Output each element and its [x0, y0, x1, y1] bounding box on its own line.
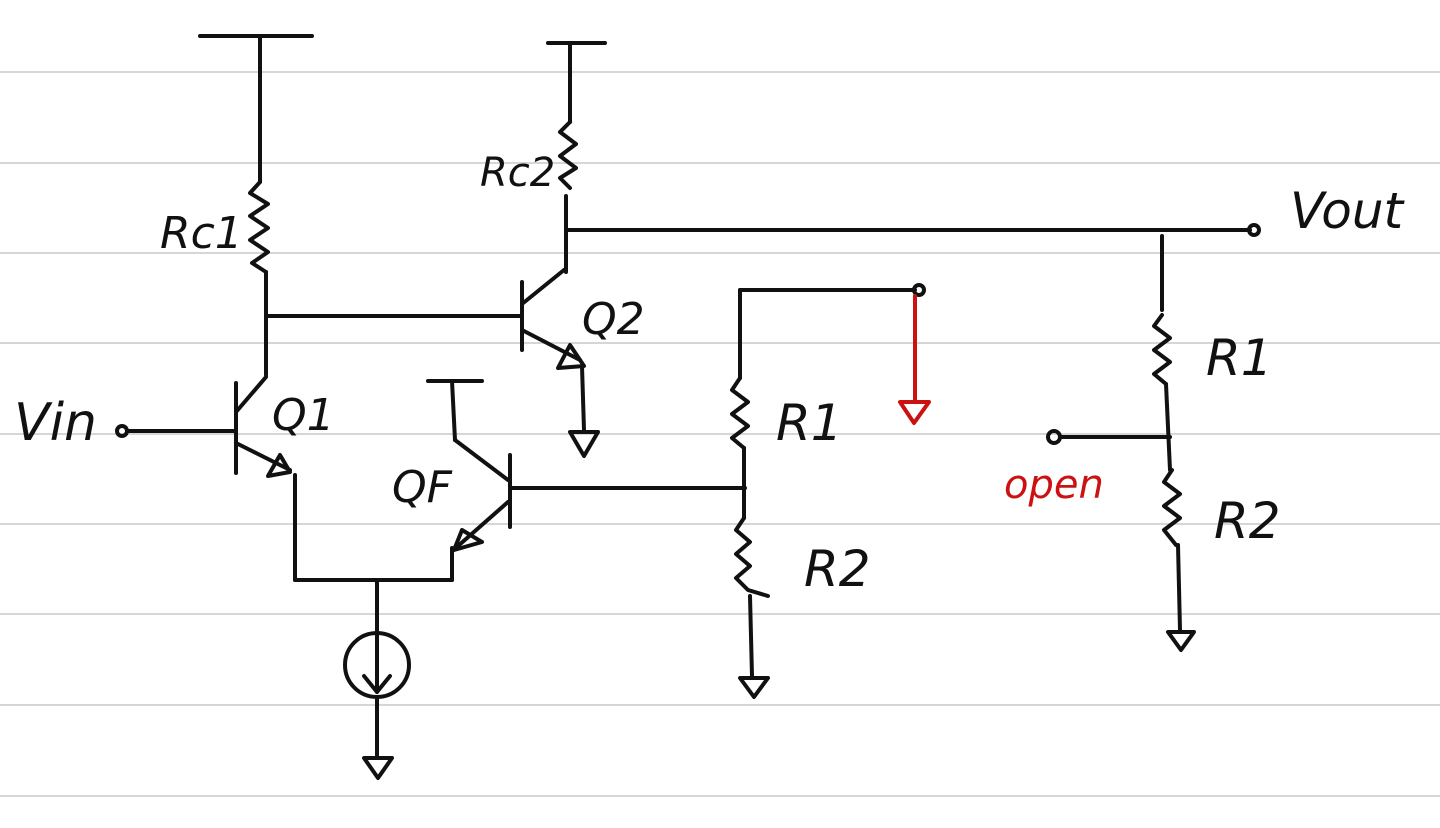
current-source	[343, 631, 411, 757]
emitter-tail	[293, 473, 454, 642]
resistor-rc1	[248, 180, 270, 274]
output-network-right	[1058, 234, 1182, 632]
transistor-q1	[234, 375, 292, 478]
transistor-q2	[520, 268, 586, 432]
supply-rail-1	[198, 34, 314, 184]
label-vout: Vout	[1290, 182, 1406, 240]
label-r2-right: R2	[1214, 492, 1281, 550]
feedback-network-left	[730, 288, 917, 678]
ground-q2-emitter	[568, 430, 600, 458]
vin-terminal	[115, 424, 129, 438]
open-terminal	[1046, 429, 1062, 445]
label-r1-right: R1	[1206, 329, 1273, 387]
notebook-ruled-lines	[0, 71, 1440, 797]
label-qf: QF	[392, 462, 453, 513]
label-rc1: Rc1	[160, 208, 243, 259]
ground-current-source	[362, 756, 394, 780]
supply-rail-2	[546, 41, 607, 124]
label-q2: Q2	[582, 294, 645, 345]
ground-r2-right	[1166, 630, 1196, 652]
label-open: open	[1004, 462, 1104, 508]
label-r2-left: R2	[804, 540, 871, 598]
resistor-rc2	[558, 120, 578, 190]
label-r1-left: R1	[776, 394, 843, 452]
transistor-qf	[426, 379, 512, 552]
vout-terminal	[1247, 223, 1261, 237]
label-rc2: Rc2	[480, 150, 555, 196]
feedback-open-terminal	[912, 283, 926, 297]
red-annotation-ground	[898, 294, 931, 425]
label-q1: Q1	[272, 390, 335, 441]
label-vin: Vin	[14, 393, 97, 453]
ground-r2-left	[738, 676, 770, 699]
